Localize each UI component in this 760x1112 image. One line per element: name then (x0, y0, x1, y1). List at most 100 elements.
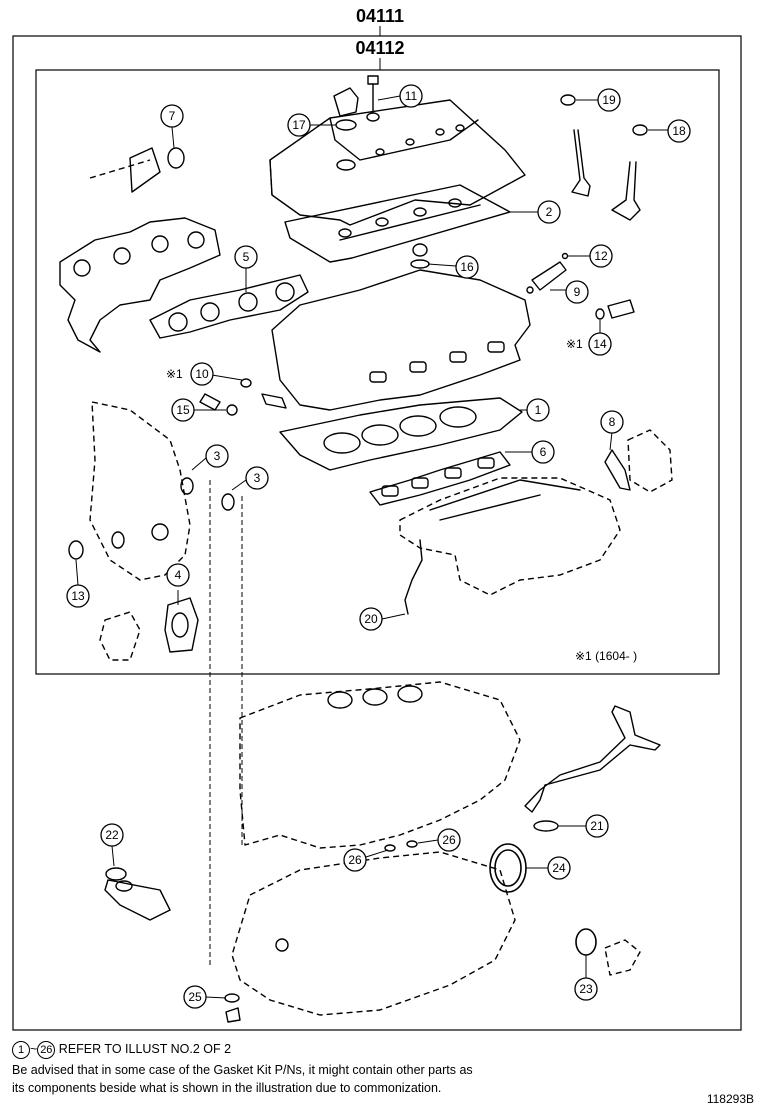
cover-bolt (366, 75, 380, 122)
o-ring-3b (221, 493, 235, 511)
svg-text:21: 21 (590, 819, 604, 833)
callout-19: 19 (597, 88, 621, 112)
water-pump-gasket (99, 597, 199, 661)
advisory-line-1: Be advised that in some case of the Gask… (12, 1063, 473, 1077)
assembly-code-inner: 04112 (355, 38, 404, 58)
svg-text:5: 5 (243, 250, 250, 264)
assembly-code-outer: 04111 (356, 6, 404, 26)
oil-pan (231, 851, 516, 1016)
svg-text:4: 4 (175, 568, 182, 582)
outer-kit-frame (12, 35, 742, 1031)
callout-2: 2 (537, 200, 561, 224)
range-end-badge: 26 (37, 1040, 56, 1059)
note-mark-10: ※1 (166, 367, 183, 381)
callout-24: 24 (547, 856, 571, 880)
oil-filler-cap (333, 87, 359, 131)
callout-7: 7 (160, 104, 184, 128)
callout-10: 10 (190, 362, 214, 386)
svg-text:6: 6 (540, 445, 547, 459)
callout-17: 17 (287, 113, 311, 137)
oil-filter-bracket (104, 867, 171, 921)
callout-21: 21 (585, 814, 609, 838)
refer-note: 1~26 REFER TO ILLUST NO.2 OF 2 (12, 1040, 231, 1059)
exhaust-manifold (59, 217, 221, 353)
callout-23: 23 (574, 977, 598, 1001)
intake-manifold (399, 477, 621, 596)
drain-plug (224, 993, 241, 1023)
throttle-body-gasket (604, 429, 673, 493)
callout-3b: 3 (245, 466, 269, 490)
valve-parts (560, 94, 648, 221)
cylinder-head-gasket (279, 397, 523, 471)
callout-13: 13 (66, 584, 90, 608)
callout-18: 18 (667, 119, 691, 143)
inner-kit-frame (35, 69, 720, 675)
svg-text:18: 18 (672, 124, 686, 138)
advisory-line-2: its components beside what is shown in t… (12, 1081, 442, 1095)
crankshaft-oil-seal (489, 843, 527, 893)
svg-text:26: 26 (442, 833, 456, 847)
callout-15: 15 (171, 398, 195, 422)
callout-1: 1 (526, 398, 550, 422)
callout-26b: 26 (343, 848, 367, 872)
cylinder-block (239, 681, 521, 849)
callout-11: 11 (399, 84, 423, 108)
callout-8: 8 (600, 410, 624, 434)
svg-text:7: 7 (169, 109, 176, 123)
water-bypass-pipe (524, 705, 661, 832)
svg-text:23: 23 (579, 982, 593, 996)
refer-text: REFER TO ILLUST NO.2 OF 2 (58, 1042, 232, 1056)
cylinder-head-cover (269, 99, 526, 226)
o-ring-26b (406, 840, 418, 848)
svg-text:24: 24 (552, 861, 566, 875)
svg-text:26: 26 (348, 853, 362, 867)
svg-text:19: 19 (602, 93, 616, 107)
callout-6: 6 (531, 440, 555, 464)
exhaust-manifold-gasket (149, 274, 309, 339)
svg-text:1: 1 (535, 403, 542, 417)
svg-text:22: 22 (105, 828, 119, 842)
svg-text:17: 17 (292, 118, 306, 132)
o-ring-3a (180, 477, 194, 495)
callout-12: 12 (589, 244, 613, 268)
illustration-id: 118293B (706, 1092, 754, 1106)
callout-5: 5 (234, 245, 258, 269)
svg-text:14: 14 (593, 337, 607, 351)
callout-26a: 26 (437, 828, 461, 852)
dipstick-guide (404, 539, 423, 615)
callout-3a: 3 (205, 444, 229, 468)
svg-text:8: 8 (609, 415, 616, 429)
o-ring-26a (384, 844, 396, 852)
callout-16: 16 (455, 255, 479, 279)
timing-chain-cover (89, 401, 191, 581)
callout-25: 25 (183, 985, 207, 1009)
seal-7 (89, 147, 185, 193)
oil-seal-13 (68, 540, 84, 560)
svg-text:16: 16 (460, 260, 474, 274)
svg-text:12: 12 (594, 249, 608, 263)
callout-9: 9 (565, 280, 589, 304)
svg-text:13: 13 (71, 589, 85, 603)
svg-text:25: 25 (188, 990, 202, 1004)
cylinder-head (271, 269, 531, 411)
callout-4: 4 (166, 563, 190, 587)
svg-text:15: 15 (176, 403, 190, 417)
intake-manifold-gasket (369, 451, 511, 506)
callout-14: 14 (588, 332, 612, 356)
head-cover-gasket (284, 184, 511, 263)
svg-text:3: 3 (214, 449, 221, 463)
svg-text:20: 20 (364, 612, 378, 626)
footnote-date: ※1 (1604- ) (575, 649, 637, 663)
callout-leaders (75, 95, 668, 999)
callout-20: 20 (359, 607, 383, 631)
note-mark-14: ※1 (566, 337, 583, 351)
svg-text:11: 11 (405, 89, 418, 103)
small-parts (199, 243, 635, 416)
svg-text:3: 3 (254, 471, 261, 485)
svg-text:9: 9 (574, 285, 581, 299)
svg-text:2: 2 (546, 205, 553, 219)
range-start-badge: 1 (12, 1040, 30, 1059)
callout-22: 22 (100, 823, 124, 847)
range-separator: ~ (30, 1042, 38, 1056)
